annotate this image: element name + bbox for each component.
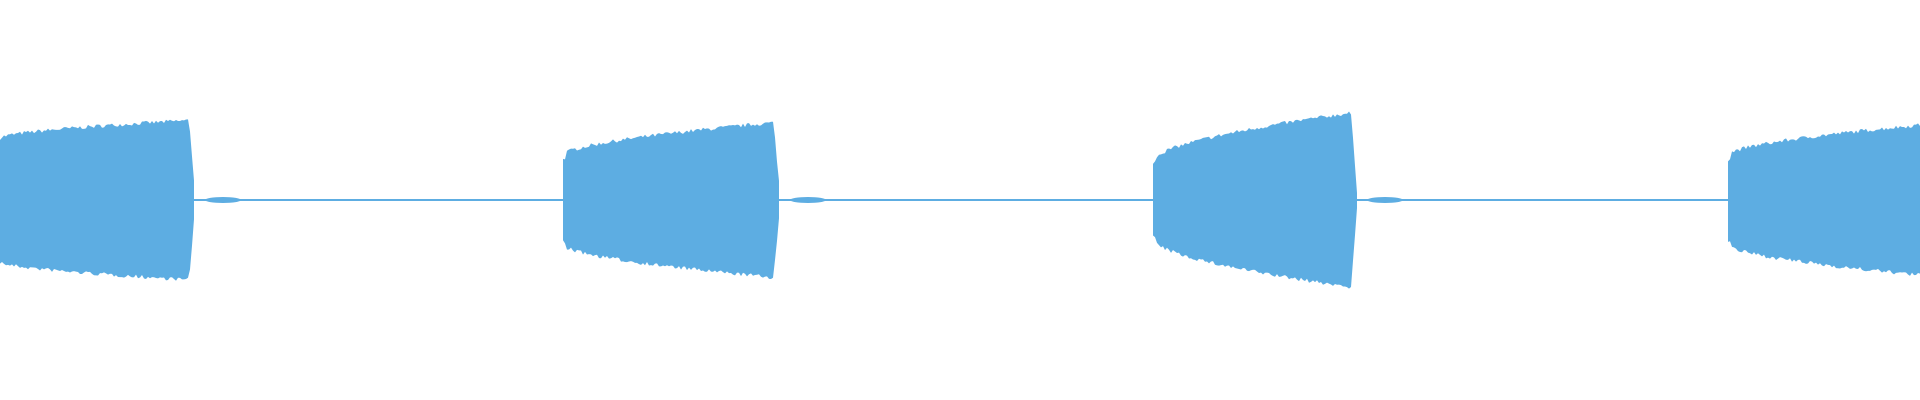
waveform-decay-tail-2 bbox=[790, 197, 826, 203]
waveform-burst-4 bbox=[1728, 123, 1920, 276]
waveform-burst-3 bbox=[1153, 111, 1357, 289]
waveform-burst-2 bbox=[563, 121, 779, 280]
waveform-decay-tail-1 bbox=[205, 197, 241, 203]
waveform-burst-1 bbox=[0, 119, 194, 281]
waveform-decay-tail-3 bbox=[1367, 197, 1403, 203]
